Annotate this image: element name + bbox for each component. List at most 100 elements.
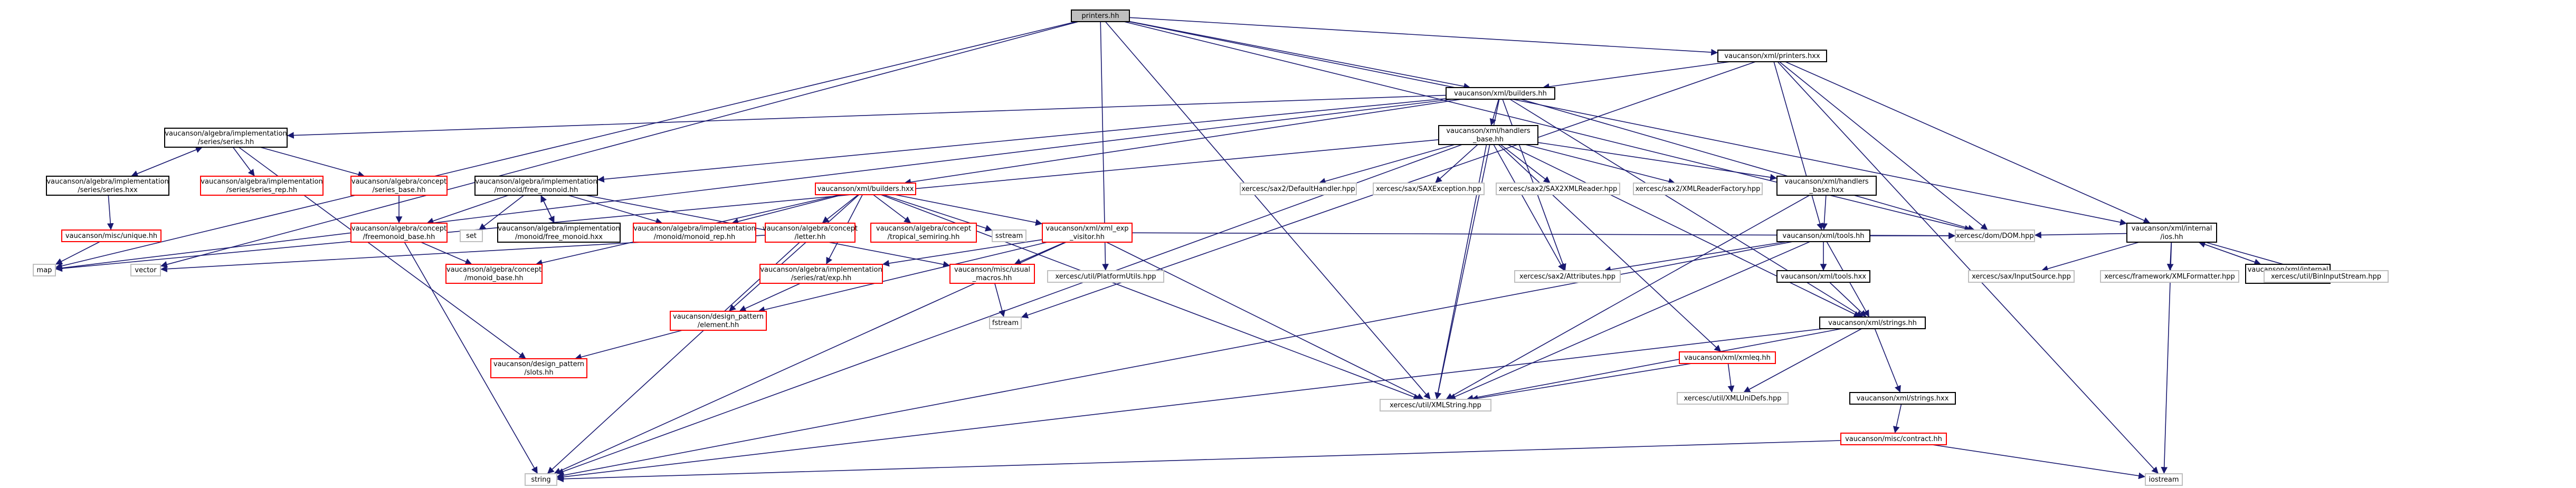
node-box — [2100, 270, 2239, 283]
node-handlers_base_hxx[interactable]: vaucanson/xml/handlers_base.hxx — [1776, 176, 1877, 196]
node-builders_hxx[interactable]: vaucanson/xml/builders.hxx — [815, 183, 916, 195]
node-box — [460, 229, 483, 242]
node-sax_exception[interactable]: xercesc/sax/SAXException.hpp — [1373, 183, 1485, 195]
node-label: xercesc/util/XMLString.hpp — [1390, 401, 1481, 409]
node-usual_macros[interactable]: vaucanson/misc/usual_macros.hh — [949, 264, 1035, 284]
node-series_base[interactable]: vaucanson/algebra/concept/series_base.hh — [350, 176, 448, 196]
edge-root-to-map — [55, 21, 1077, 270]
node-printers_hxx[interactable]: vaucanson/xml/printers.hxx — [1717, 50, 1827, 62]
edge-strings_hh-to-xml_string — [1466, 328, 1842, 401]
edge-handlers_base_hh-to-sax_exception — [1434, 144, 1478, 184]
node-monoid_rep[interactable]: vaucanson/algebra/implementation/monoid/… — [633, 223, 756, 243]
node-letter_hh[interactable]: vaucanson/algebra/concept/letter.hh — [763, 223, 858, 243]
node-series_hh[interactable]: vaucanson/algebra/implementation/series/… — [164, 128, 288, 148]
node-box — [2126, 223, 2217, 243]
edge-builders_hh-to-builders_hxx — [904, 99, 1462, 186]
edge-printers_hxx-to-tools_hh — [1773, 61, 1823, 231]
edge-builders_hh-to-strings_hh — [1509, 99, 1864, 318]
node-box — [670, 311, 767, 331]
node-label: xercesc/framework/XMLFormatter.hpp — [2104, 273, 2235, 281]
node-box — [1679, 351, 1776, 364]
node-label: xercesc/sax/InputSource.hpp — [1972, 273, 2071, 281]
node-misc_unique[interactable]: vaucanson/misc/unique.hh — [61, 229, 161, 242]
node-tools_hxx[interactable]: vaucanson/xml/tools.hxx — [1776, 270, 1870, 283]
node-box — [1955, 229, 2035, 242]
node-label: /series/series_rep.hh — [226, 186, 297, 194]
edge-visitor-to-series_rat_exp — [882, 239, 1043, 267]
edge-handlers_base_hh-to-attributes — [1493, 144, 1565, 271]
node-reader_factory[interactable]: xercesc/sax2/XMLReaderFactory.hpp — [1633, 183, 1763, 195]
node-design_element[interactable]: vaucanson/design_pattern/element.hh — [670, 311, 767, 331]
node-box — [1776, 270, 1870, 283]
node-xml_string[interactable]: xercesc/util/XMLString.hpp — [1380, 399, 1491, 412]
node-tools_hh[interactable]: vaucanson/xml/tools.hh — [1776, 229, 1870, 242]
node-bin_input_stream[interactable]: xercesc/util/BinInputStream.hpp — [2264, 270, 2389, 283]
node-fstream[interactable]: fstream — [989, 317, 1022, 329]
node-sstream[interactable]: sstream — [992, 229, 1026, 242]
edges-layer — [55, 17, 2306, 483]
node-misc_contract[interactable]: vaucanson/misc/contract.hh — [1840, 433, 1947, 445]
node-box — [815, 183, 916, 195]
node-monoid_base[interactable]: vaucanson/algebra/concept/monoid_base.hh — [445, 264, 543, 284]
node-series_hxx[interactable]: vaucanson/algebra/implementation/series/… — [46, 176, 169, 196]
node-xmleq_hh[interactable]: vaucanson/xml/xmleq.hh — [1679, 351, 1776, 364]
node-builders_hh[interactable]: vaucanson/xml/builders.hh — [1446, 87, 1555, 100]
node-xml_formatter[interactable]: xercesc/framework/XMLFormatter.hpp — [2100, 270, 2239, 283]
node-handlers_base_hh[interactable]: vaucanson/xml/handlers_base.hh — [1438, 125, 1538, 145]
edge-series_hxx-to-misc_unique — [107, 195, 114, 231]
edge-printers_hxx-to-dom_hpp — [1779, 61, 1988, 231]
node-label: /monoid_base.hh — [464, 274, 523, 282]
node-box — [1514, 270, 1621, 283]
edge-strings_hxx-to-misc_contract — [1893, 404, 1902, 434]
node-xml_uni_defs[interactable]: xercesc/util/XMLUniDefs.hpp — [1677, 392, 1789, 405]
node-attributes[interactable]: xercesc/sax2/Attributes.hpp — [1514, 270, 1621, 283]
node-iostream[interactable]: iostream — [2145, 473, 2183, 486]
node-box — [1968, 270, 2075, 283]
edge-builders_hh-to-series_hh — [287, 94, 1447, 139]
node-label: xercesc/dom/DOM.hpp — [1956, 232, 2033, 240]
edge-visitor-to-xml_string — [1106, 242, 1424, 400]
node-box — [989, 317, 1022, 329]
node-default_handler[interactable]: xercesc/sax2/DefaultHandler.hpp — [1240, 183, 1357, 195]
edge-free_monoid_hh-to-freemonoid_base — [426, 195, 509, 224]
node-ios_hh[interactable]: vaucanson/xml/internal/ios.hh — [2126, 223, 2217, 243]
node-label: /element.hh — [698, 321, 739, 329]
node-platform_utils[interactable]: xercesc/util/PlatformUtils.hpp — [1047, 270, 1164, 283]
node-label: vaucanson/algebra/concept — [763, 225, 858, 233]
node-strings_hh[interactable]: vaucanson/xml/strings.hh — [1819, 317, 1926, 329]
node-free_monoid_hxx[interactable]: vaucanson/algebra/implementation/monoid/… — [497, 223, 621, 243]
node-box — [1677, 392, 1789, 405]
node-tropical[interactable]: vaucanson/algebra/concept/tropical_semir… — [870, 223, 977, 243]
node-label: string — [531, 476, 550, 484]
node-dom_hpp[interactable]: xercesc/dom/DOM.hpp — [1955, 229, 2035, 242]
node-label: xercesc/sax/SAXException.hpp — [1376, 185, 1481, 193]
edge-printers_hxx-to-ios_hh — [1785, 61, 2151, 224]
node-freemonoid_base[interactable]: vaucanson/algebra/concept/freemonoid_bas… — [350, 223, 448, 243]
node-sax2_reader[interactable]: xercesc/sax2/SAX2XMLReader.hpp — [1496, 183, 1620, 195]
node-slots_hh[interactable]: vaucanson/design_pattern/slots.hh — [490, 358, 587, 378]
node-label: vaucanson/misc/contract.hh — [1845, 435, 1942, 443]
node-box — [525, 473, 557, 486]
node-label: vaucanson/algebra/implementation — [760, 266, 882, 274]
node-label: _macros.hh — [972, 274, 1012, 282]
node-free_monoid_hh[interactable]: vaucanson/algebra/implementation/monoid/… — [474, 176, 598, 196]
node-label: /monoid/free_monoid.hxx — [515, 233, 603, 241]
node-strings_hxx[interactable]: vaucanson/xml/strings.hxx — [1849, 392, 1956, 405]
node-map[interactable]: map — [33, 264, 56, 276]
node-box — [1042, 223, 1133, 243]
node-series_rat_exp[interactable]: vaucanson/algebra/implementation/series/… — [759, 264, 883, 284]
edge-xmleq_hh-to-xml_string — [1471, 363, 1692, 402]
node-sax_input_source[interactable]: xercesc/sax/InputSource.hpp — [1968, 270, 2075, 283]
node-visitor[interactable]: vaucanson/xml/xml_exp_visitor.hh — [1042, 223, 1133, 243]
node-series_rep[interactable]: vaucanson/algebra/implementation/series/… — [200, 176, 324, 196]
node-string[interactable]: string — [525, 473, 557, 486]
edge-handlers_base_hxx-to-tools_hh — [1821, 195, 1828, 231]
node-root[interactable]: printers.hh — [1071, 9, 1130, 22]
node-label: /ios.hh — [2160, 233, 2183, 241]
node-box — [200, 176, 324, 196]
edge-misc_unique-to-map — [55, 241, 100, 265]
node-vector[interactable]: vector — [130, 264, 161, 276]
edge-builders_hxx-to-visitor — [895, 194, 1043, 226]
node-box — [61, 229, 161, 242]
node-set[interactable]: set — [460, 229, 483, 242]
